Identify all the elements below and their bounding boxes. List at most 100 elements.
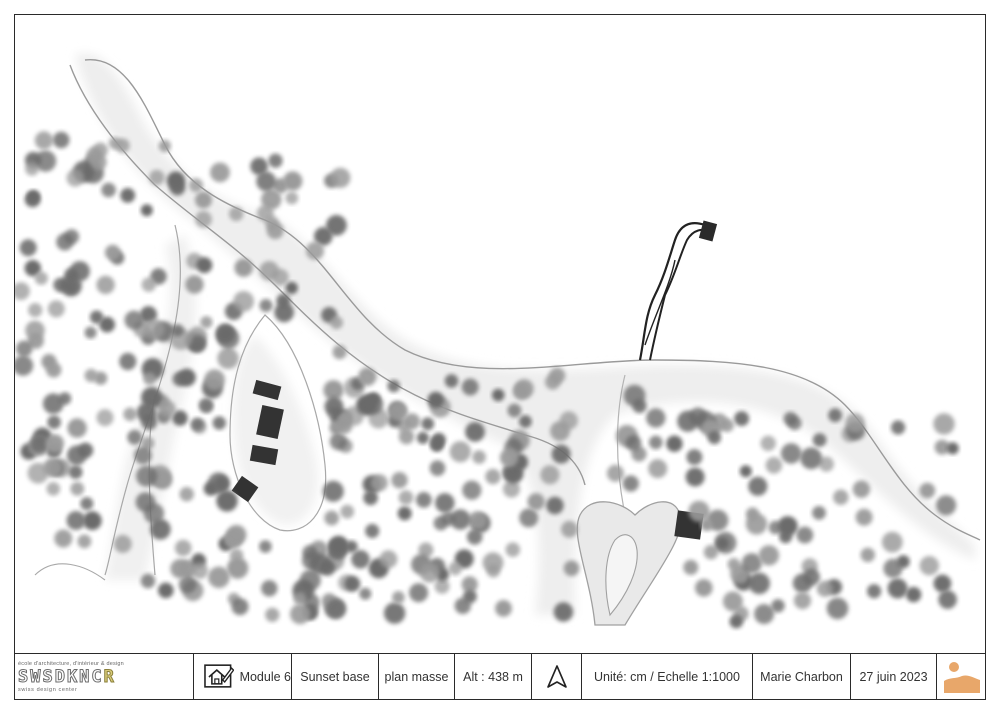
tree — [207, 472, 230, 495]
tree — [499, 448, 519, 467]
tree — [358, 367, 377, 386]
path-edge — [229, 314, 327, 532]
tree — [293, 592, 307, 606]
tree — [703, 545, 719, 560]
tree — [135, 492, 156, 512]
tree — [648, 459, 668, 479]
tree — [329, 432, 347, 451]
tree — [285, 191, 299, 205]
tree — [158, 582, 174, 599]
tree — [178, 368, 196, 387]
tree — [649, 435, 663, 450]
tree — [450, 509, 471, 530]
tree — [96, 275, 115, 295]
tree — [150, 519, 171, 540]
tree — [265, 607, 280, 622]
sheet-frame — [14, 14, 986, 700]
tree — [421, 417, 435, 431]
tree — [461, 378, 479, 396]
project-name: Sunset base — [292, 654, 379, 700]
tree — [34, 271, 48, 285]
tree — [720, 418, 734, 432]
tree — [686, 449, 703, 466]
tree — [323, 380, 344, 401]
tree — [123, 407, 137, 421]
tree — [461, 576, 478, 593]
tree — [472, 450, 486, 464]
tree — [290, 604, 311, 625]
module-label: Module 6 — [239, 670, 291, 684]
project-name-text: Sunset base — [300, 670, 370, 684]
tree — [519, 415, 532, 428]
tree — [397, 506, 412, 521]
tree — [739, 465, 752, 478]
tree — [468, 511, 487, 530]
tree — [466, 529, 483, 545]
tree — [124, 310, 144, 330]
tree — [141, 277, 156, 292]
tree — [812, 506, 826, 520]
tree — [855, 508, 873, 526]
tree — [430, 436, 444, 450]
tree — [387, 379, 401, 393]
tree — [27, 190, 40, 203]
north-arrow-cell — [532, 654, 582, 700]
tree — [340, 504, 355, 519]
tree — [335, 417, 353, 434]
tree — [314, 227, 333, 246]
tree — [625, 435, 642, 452]
tree — [268, 153, 283, 168]
tree — [326, 598, 347, 620]
tree — [208, 566, 230, 589]
tree — [398, 428, 415, 445]
units-scale-text: Unité: cm / Echelle 1:1000 — [594, 670, 740, 684]
road-edge — [84, 59, 981, 541]
tree — [519, 508, 539, 528]
tree — [545, 374, 561, 390]
tree — [94, 371, 108, 385]
tree — [760, 435, 776, 451]
tree — [449, 441, 471, 463]
tree — [326, 214, 347, 236]
tree — [448, 561, 462, 576]
tree — [119, 352, 137, 371]
tree — [727, 558, 741, 571]
tree — [330, 316, 343, 330]
tree — [113, 534, 132, 553]
tree — [800, 447, 823, 470]
school-wordmark-b: R — [103, 666, 116, 687]
tree — [149, 169, 165, 186]
tree — [68, 465, 83, 479]
tree — [305, 241, 325, 260]
tree — [777, 516, 798, 537]
tree — [158, 400, 176, 418]
site-plan — [15, 15, 985, 639]
tree — [344, 575, 361, 592]
tree — [946, 442, 959, 455]
tree — [852, 480, 871, 498]
tree — [166, 171, 186, 190]
tree — [170, 559, 190, 579]
school-subtitle: swiss design center — [18, 686, 78, 693]
tree — [30, 435, 49, 453]
tree — [758, 545, 780, 566]
tree — [212, 416, 226, 430]
tree — [415, 492, 432, 508]
tree — [140, 573, 156, 589]
tree — [860, 547, 875, 563]
tree — [136, 402, 157, 423]
tree — [803, 568, 820, 586]
tree — [828, 408, 842, 423]
tree — [734, 411, 750, 427]
tree — [365, 523, 380, 539]
tree — [905, 586, 922, 603]
building — [249, 444, 279, 466]
tree — [622, 475, 639, 492]
tree — [771, 599, 785, 613]
tree — [416, 431, 429, 444]
building-group-left — [231, 379, 284, 503]
path-edge — [104, 224, 181, 576]
slide-structure — [649, 228, 711, 361]
tree — [745, 513, 768, 535]
